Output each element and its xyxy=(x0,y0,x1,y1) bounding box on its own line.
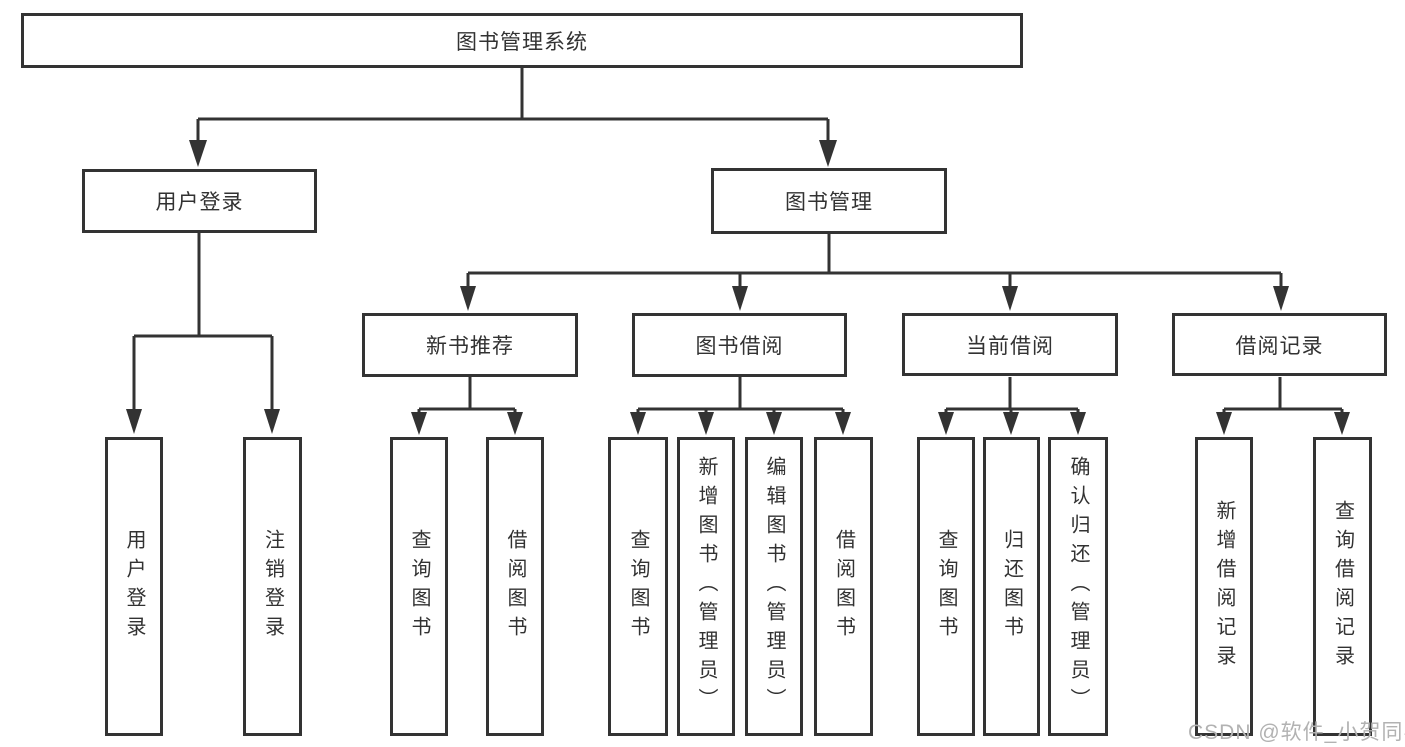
node-root-system: 图书管理系统 xyxy=(21,13,1023,68)
leaf-borrow-add-books-admin: 新增图书（管理员） xyxy=(677,437,735,736)
node-current-borrow: 当前借阅 xyxy=(902,313,1118,376)
node-borrow-record: 借阅记录 xyxy=(1172,313,1387,376)
node-user-login: 用户登录 xyxy=(82,169,317,233)
leaf-newbook-borrow-books: 借阅图书 xyxy=(486,437,544,736)
leaf-borrow-edit-books-admin: 编辑图书（管理员） xyxy=(745,437,803,736)
leaf-record-query-borrow-record: 查询借阅记录 xyxy=(1313,437,1372,736)
arrowheads xyxy=(126,140,1350,435)
node-book-management: 图书管理 xyxy=(711,168,947,234)
leaf-borrow-borrow-books: 借阅图书 xyxy=(814,437,873,736)
leaf-newbook-query-books: 查询图书 xyxy=(390,437,448,736)
leaf-current-query-books: 查询图书 xyxy=(917,437,975,736)
leaf-current-confirm-return-admin: 确认归还（管理员） xyxy=(1048,437,1108,736)
leaf-borrow-query-books: 查询图书 xyxy=(608,437,668,736)
leaf-record-add-borrow-record: 新增借阅记录 xyxy=(1195,437,1253,736)
csdn-watermark: CSDN @软件_小贺同学 xyxy=(1188,721,1405,744)
node-book-borrow: 图书借阅 xyxy=(632,313,847,377)
leaf-logout: 注销登录 xyxy=(243,437,302,736)
leaf-user-login: 用户登录 xyxy=(105,437,163,736)
leaf-current-return-books: 归还图书 xyxy=(983,437,1040,736)
node-new-book-recommend: 新书推荐 xyxy=(362,313,578,377)
